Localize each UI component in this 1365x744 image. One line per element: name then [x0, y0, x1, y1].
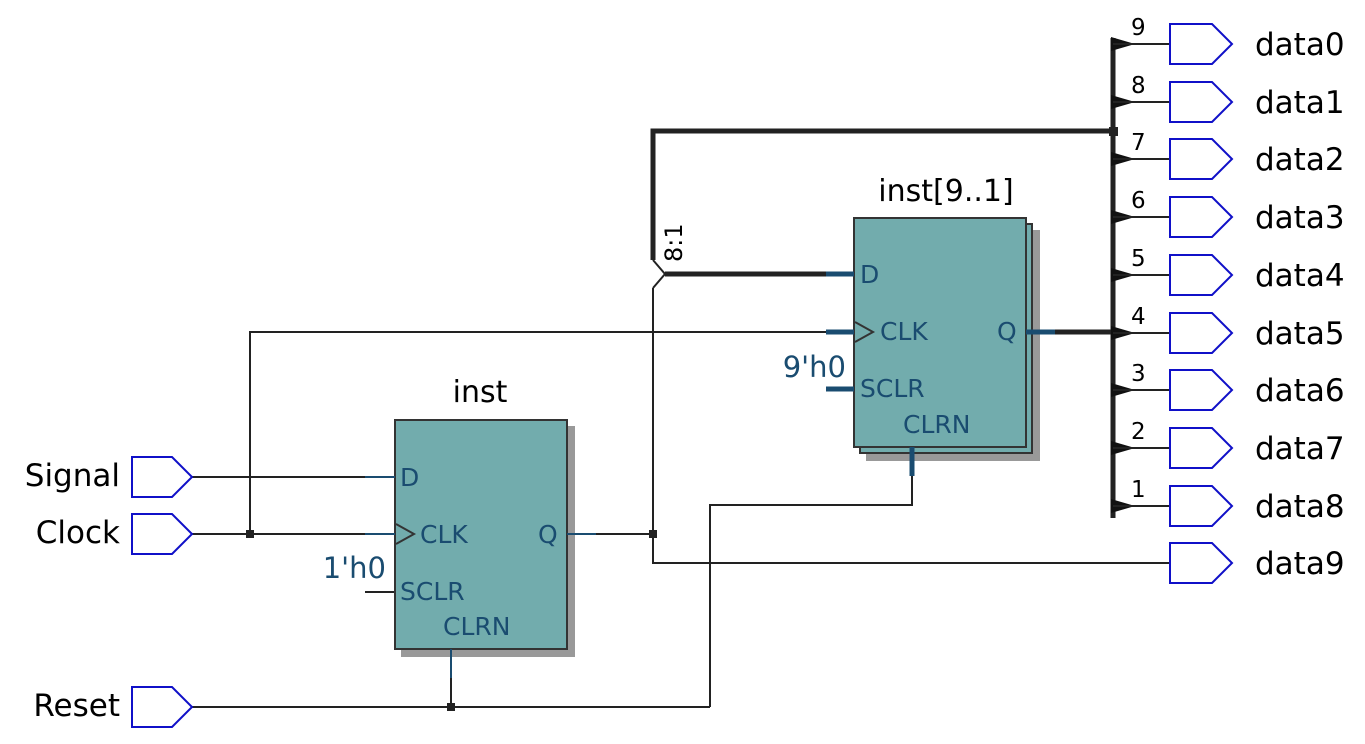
wire-data9: [652, 534, 1170, 564]
wires: [192, 288, 1170, 708]
output-data9[interactable]: data9: [1169, 542, 1345, 584]
output-data0[interactable]: 9 data0: [1111, 15, 1345, 65]
output-port-icon: [1169, 196, 1234, 238]
inst-pin-q: Q: [538, 520, 558, 549]
output-port-icon: [1169, 427, 1234, 469]
bit-label: 2: [1131, 419, 1146, 445]
bus-ripper-label: 8:1: [660, 223, 688, 262]
bus-ripper: 8:1: [652, 223, 688, 289]
output-label: data8: [1255, 489, 1345, 525]
bit-label: 5: [1131, 246, 1146, 272]
output-label: data2: [1255, 142, 1345, 178]
bit-label: 8: [1131, 73, 1146, 99]
inst-pin-clrn: CLRN: [443, 612, 510, 641]
output-port-icon: [1169, 81, 1234, 123]
output-data6[interactable]: 3 data6: [1111, 361, 1345, 411]
output-label: data7: [1255, 431, 1345, 467]
bus-feedback: [650, 128, 1113, 260]
output-port-icon: [1169, 542, 1234, 584]
input-clock-label: Clock: [36, 515, 120, 551]
output-port-icon: [1169, 485, 1234, 527]
block-inst[interactable]: inst D CLK SCLR CLRN Q 1'h0: [323, 375, 596, 678]
output-data1[interactable]: 8 data1: [1111, 73, 1345, 123]
output-label: data6: [1255, 373, 1345, 409]
block-inst-register-body: [853, 217, 1027, 448]
output-label: data3: [1255, 200, 1345, 236]
output-port-icon: [1169, 312, 1234, 354]
output-port-icon: [1169, 254, 1234, 296]
junction-bus-top: [1109, 127, 1118, 136]
block-inst-name: inst: [453, 375, 508, 410]
output-data3[interactable]: 6 data3: [1111, 188, 1345, 238]
clock-triangle-icon: [854, 321, 876, 343]
junctions: [246, 127, 1118, 711]
input-signal[interactable]: Signal: [25, 456, 194, 498]
inst2-pin-clk: CLK: [880, 317, 928, 346]
inst2-pin-clrn: CLRN: [903, 410, 970, 439]
output-label: data4: [1255, 258, 1345, 294]
input-reset-label: Reset: [33, 688, 120, 724]
bit-label: 6: [1131, 188, 1146, 214]
inst-pin-d: D: [400, 463, 419, 492]
input-reset[interactable]: Reset: [33, 686, 194, 728]
bit-label: 7: [1131, 130, 1146, 156]
output-label: data5: [1255, 316, 1345, 352]
output-port-icon: [1169, 138, 1234, 180]
input-port-reset-icon: [131, 686, 194, 728]
junction-reset: [447, 703, 455, 711]
output-port-icon: [1169, 369, 1234, 411]
clock-triangle-icon: [395, 523, 417, 545]
bit-label: 3: [1131, 361, 1146, 387]
input-port-clock-icon: [131, 513, 194, 555]
output-data8[interactable]: 1 data8: [1111, 477, 1345, 527]
output-data2[interactable]: 7 data2: [1111, 130, 1345, 180]
output-data7[interactable]: 2 data7: [1111, 419, 1345, 469]
wire-reset-inst2-clrn: [709, 476, 913, 707]
output-label: data0: [1255, 27, 1345, 63]
inst-pin-clk: CLK: [420, 520, 468, 549]
output-data4[interactable]: 5 data4: [1111, 246, 1345, 296]
inst-pin-sclr: SCLR: [400, 577, 465, 606]
inst-sclr-const: 1'h0: [323, 551, 386, 585]
output-label: data9: [1255, 546, 1345, 582]
block-inst-register-name: inst[9..1]: [878, 174, 1013, 209]
junction-clock: [246, 530, 254, 538]
junction-q: [649, 530, 657, 538]
inst2-sclr-const: 9'h0: [783, 350, 846, 384]
output-label: data1: [1255, 85, 1345, 121]
inst2-pin-q: Q: [997, 317, 1017, 346]
block-inst-register[interactable]: inst[9..1] D CLK SCLR CLRN Q 9'h0: [783, 174, 1055, 476]
output-port-icon: [1169, 23, 1234, 65]
bit-label: 4: [1131, 304, 1146, 330]
input-clock[interactable]: Clock: [36, 513, 194, 555]
inst2-pin-d: D: [860, 260, 879, 289]
bit-label: 9: [1131, 15, 1146, 41]
outputs: 9 data0 8 data1 7 data2 6 data3 5 data4 4 data5 3 dat…: [1111, 15, 1345, 584]
output-data5[interactable]: 4 data5: [1111, 304, 1345, 354]
wire-clock-branch: [249, 331, 826, 534]
input-port-signal-icon: [131, 456, 194, 498]
inst2-pin-sclr: SCLR: [860, 374, 925, 403]
input-signal-label: Signal: [25, 458, 120, 494]
bit-label: 1: [1131, 477, 1146, 503]
